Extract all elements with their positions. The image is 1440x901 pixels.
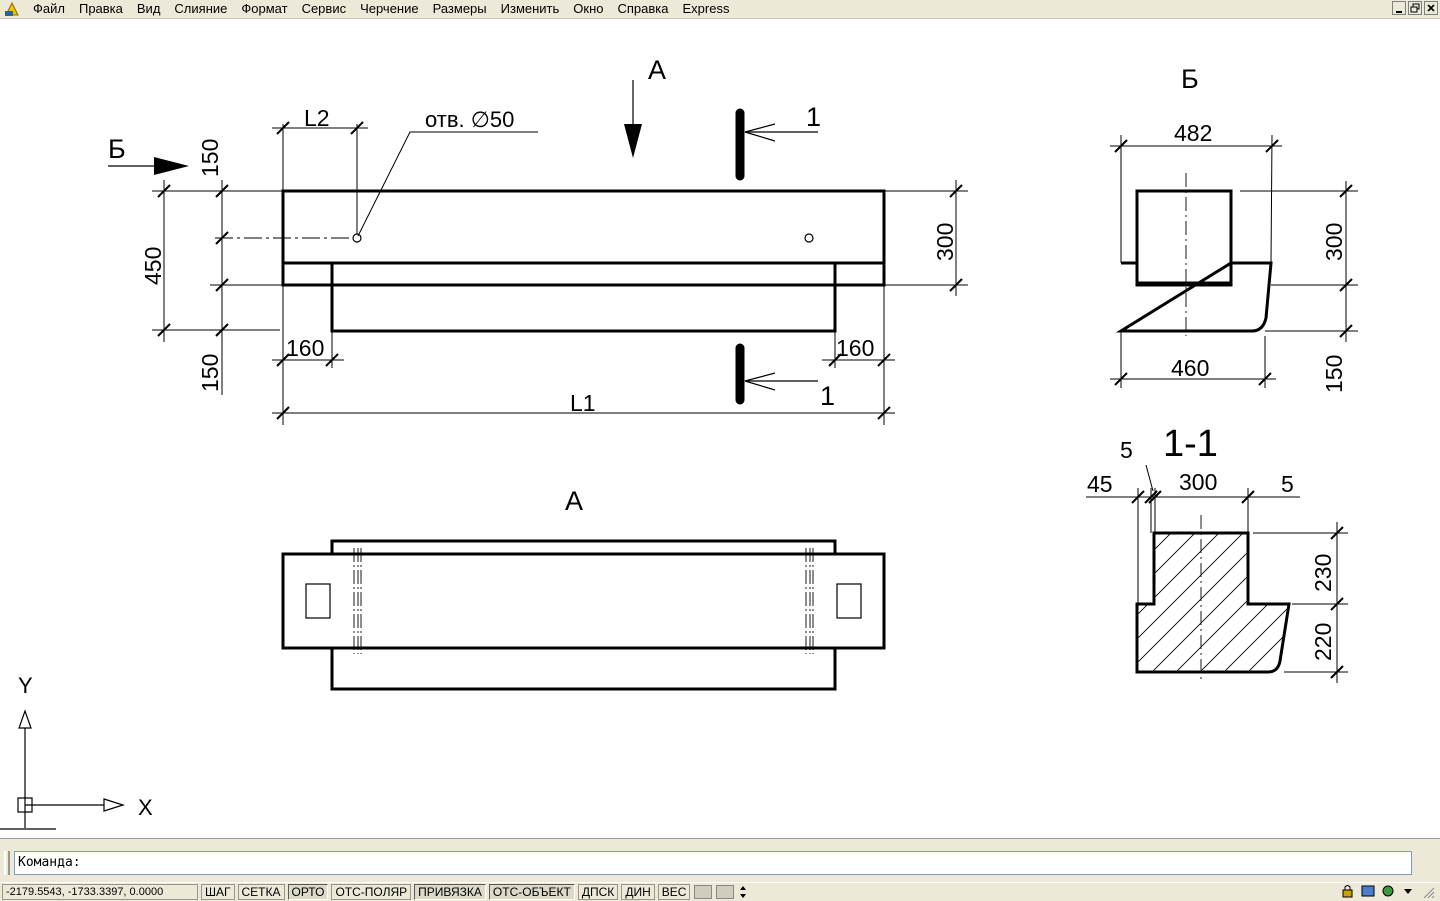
dim-l2: L2 — [304, 105, 330, 131]
ducs-toggle[interactable]: ДПСК — [577, 884, 619, 900]
status-tray — [1340, 884, 1436, 898]
section-1-1-title: 1-1 — [1163, 423, 1218, 465]
dim-5-right: 5 — [1281, 471, 1294, 497]
command-grip[interactable] — [4, 851, 10, 875]
minimize-button[interactable] — [1392, 1, 1406, 15]
lock-icon[interactable] — [1340, 884, 1356, 898]
view-arrow-b: Б — [108, 134, 189, 175]
svg-text:1: 1 — [806, 102, 821, 132]
ucs-x-label: X — [138, 795, 153, 820]
dim-300-section: 300 — [1179, 469, 1217, 495]
coordinates-readout[interactable]: -2179.5543, -1733.3397, 0.0000 — [2, 884, 198, 900]
ortho-toggle[interactable]: ОРТО — [287, 884, 329, 900]
otrack-toggle[interactable]: ОТС-ОБЪЕКТ — [488, 884, 575, 900]
dim-45: 45 — [1087, 471, 1113, 497]
dim-b-150: 150 — [1321, 355, 1347, 393]
dim-left-450: 450 — [140, 247, 166, 285]
osnap-toggle[interactable]: ПРИВЯЗКА — [414, 884, 486, 900]
menu-format[interactable]: Формат — [241, 1, 288, 16]
layout-icon[interactable] — [716, 885, 735, 899]
dim-b-300: 300 — [1321, 223, 1347, 261]
close-icon — [1427, 4, 1435, 12]
menu-express[interactable]: Express — [682, 1, 730, 16]
polar-toggle[interactable]: ОТС-ПОЛЯР — [331, 884, 412, 900]
model-space-icon[interactable] — [694, 885, 713, 899]
menu-view[interactable]: Вид — [136, 1, 161, 16]
restore-icon — [1410, 3, 1420, 13]
menu-merge[interactable]: Слияние — [174, 1, 228, 16]
menu-tools[interactable]: Сервис — [301, 1, 347, 16]
menu-file[interactable]: Файл — [33, 1, 65, 16]
section-1-1-labels: 1-1 5 45 300 5 230 220 — [1087, 423, 1336, 661]
menu-bar: Файл Правка Вид Слияние Формат Сервис Че… — [0, 0, 1440, 19]
chevron-down-icon[interactable] — [1400, 884, 1416, 898]
dim-160-right: 160 — [836, 335, 874, 361]
snap-toggle[interactable]: ШАГ — [201, 884, 235, 900]
command-line[interactable]: Команда: — [14, 851, 1412, 875]
view-b-title: Б — [1181, 64, 1199, 94]
front-view[interactable] — [152, 121, 968, 425]
restore-button[interactable] — [1408, 1, 1422, 15]
drawing-canvas[interactable]: L2 отв. ∅50 150 450 150 300 160 160 L1 А… — [0, 19, 1440, 831]
dim-220: 220 — [1310, 623, 1336, 661]
dim-482: 482 — [1174, 120, 1212, 146]
menu-draw[interactable]: Черчение — [360, 1, 419, 16]
lineweight-toggle[interactable]: ВЕС — [657, 884, 691, 900]
grid-toggle[interactable]: СЕТКА — [237, 884, 285, 900]
view-b-labels: Б 482 460 300 150 — [1171, 64, 1347, 393]
dim-160-left: 160 — [286, 335, 324, 361]
status-bar: -2179.5543, -1733.3397, 0.0000 ШАГ СЕТКА… — [0, 882, 1440, 901]
menu-window[interactable]: Окно — [573, 1, 604, 16]
dyn-toggle[interactable]: ДИН — [621, 884, 655, 900]
view-arrow-a: А — [624, 55, 666, 158]
front-view-labels: L2 отв. ∅50 150 450 150 300 160 160 L1 — [140, 105, 958, 416]
communication-icon[interactable] — [1360, 884, 1376, 898]
svg-text:А: А — [648, 55, 666, 85]
menu-dimension[interactable]: Размеры — [432, 1, 487, 16]
view-a-title: А — [565, 486, 583, 516]
dim-right-300: 300 — [932, 223, 958, 261]
section-marker-1: 1 1 — [735, 102, 835, 411]
dim-l1: L1 — [570, 390, 596, 416]
section-1-1[interactable] — [1086, 464, 1348, 683]
ucs-icon: X Y — [0, 673, 153, 830]
minimize-icon — [1396, 11, 1402, 13]
ucs-y-label: Y — [18, 673, 33, 698]
svg-text:Б: Б — [108, 134, 126, 164]
arrow-up-down-icon[interactable] — [738, 885, 748, 899]
dim-5-top: 5 — [1120, 437, 1133, 463]
view-a[interactable] — [281, 539, 886, 691]
hole-note: отв. ∅50 — [425, 107, 514, 132]
close-button[interactable] — [1424, 1, 1438, 15]
menu-modify[interactable]: Изменить — [500, 1, 560, 16]
settings-icon[interactable] — [1380, 884, 1396, 898]
resize-grip-icon[interactable] — [1420, 884, 1436, 898]
dim-460: 460 — [1171, 355, 1209, 381]
app-icon[interactable] — [4, 1, 20, 17]
dim-left-150-bottom: 150 — [197, 354, 223, 392]
window-controls — [1392, 1, 1438, 15]
dim-230: 230 — [1310, 554, 1336, 592]
command-area: Команда: — [0, 838, 1440, 883]
menu-edit[interactable]: Правка — [78, 1, 123, 16]
view-b[interactable] — [1110, 134, 1358, 388]
dim-left-150-top: 150 — [197, 139, 223, 177]
menu-help[interactable]: Справка — [617, 1, 669, 16]
svg-text:1: 1 — [820, 381, 835, 411]
